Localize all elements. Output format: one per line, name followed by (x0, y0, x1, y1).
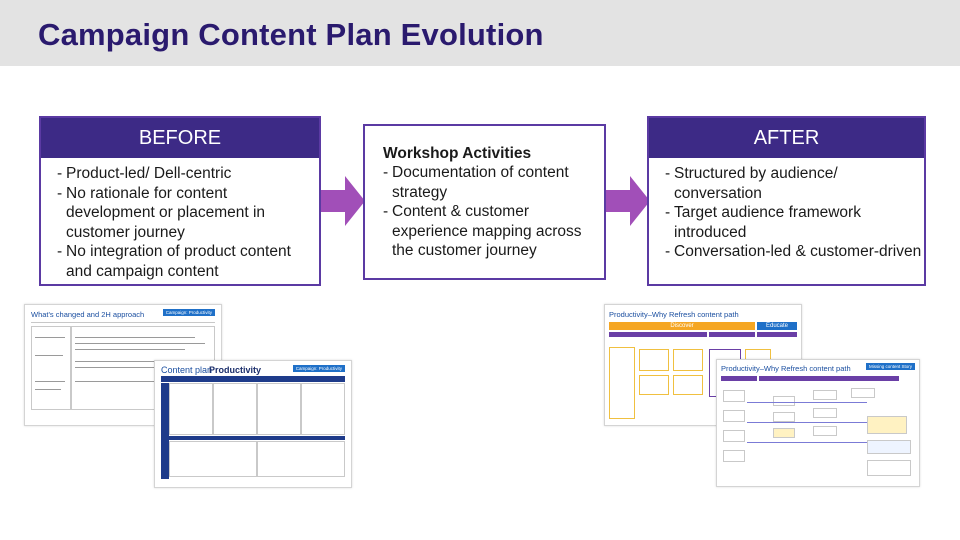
thumbnail-card (639, 349, 669, 371)
workshop-list: Documentation of content strategy Conten… (383, 163, 604, 261)
after-item: Conversation-led & customer-driven (665, 242, 924, 262)
thumbnail-card (673, 349, 703, 371)
thumbnail-text-line (75, 343, 205, 344)
thumbnail-educate-bar: Educate (757, 322, 797, 330)
workshop-panel: Workshop Activities Documentation of con… (363, 124, 606, 280)
thumbnail-column (31, 326, 71, 410)
thumbnail-side-bar (161, 383, 169, 479)
arrow-right-icon (606, 176, 650, 226)
thumbnail-cell (257, 383, 301, 435)
thumbnail-title: Productivity (209, 365, 262, 375)
workshop-item: Documentation of content strategy (383, 163, 604, 202)
thumbnail-title: What's changed and 2H approach (31, 310, 145, 319)
thumbnail-cell (301, 383, 345, 435)
thumbnail-card (773, 428, 795, 438)
thumbnail-cell (169, 441, 257, 477)
after-thumbnail-content-path-detail: Productivity–Why Refresh content path Mi… (716, 359, 920, 487)
thumbnail-card (723, 390, 745, 402)
thumbnail-tag: Missing content Story (865, 363, 915, 370)
arrow-right-icon (321, 176, 365, 226)
thumbnail-stage-bar (721, 376, 757, 381)
thumbnail-stage-bar (757, 332, 797, 337)
thumbnail-text-line (75, 337, 195, 338)
before-item: No integration of product content and ca… (57, 242, 319, 281)
after-item: Target audience framework introduced (665, 203, 924, 242)
thumbnail-card (773, 412, 795, 422)
after-list: Structured by audience/ conversation Tar… (649, 158, 924, 262)
thumbnail-card (813, 426, 837, 436)
thumbnail-card (867, 416, 907, 434)
after-panel: AFTER Structured by audience/ conversati… (647, 116, 926, 286)
before-panel: BEFORE Product-led/ Dell-centric No rati… (39, 116, 321, 286)
thumbnail-text-line (75, 381, 165, 382)
thumbnail-stage-bar (709, 332, 755, 337)
thumbnail-card (723, 410, 745, 422)
thumbnail-card (639, 375, 669, 395)
thumbnail-tag: Campaign: Productivity (162, 309, 215, 316)
thumbnail-card (773, 396, 795, 406)
thumbnail-card (813, 408, 837, 418)
thumbnail-card (867, 440, 911, 454)
thumbnail-card (851, 388, 875, 398)
before-item: No rationale for content development or … (57, 184, 319, 243)
thumbnail-title: Content plan (161, 365, 213, 375)
after-heading: AFTER (649, 118, 924, 158)
thumbnail-text-line (75, 367, 175, 368)
workshop-heading: Workshop Activities (383, 145, 532, 162)
thumbnail-text-line (75, 361, 200, 362)
thumbnail-cell (257, 441, 345, 477)
before-item: Product-led/ Dell-centric (57, 164, 319, 184)
thumbnail-cell (213, 383, 257, 435)
thumbnail-card (723, 430, 745, 442)
thumbnail-header-bar (161, 376, 345, 382)
thumbnail-text-line (35, 389, 61, 390)
thumbnail-text-line (35, 355, 63, 356)
thumbnail-stage-bar (759, 376, 899, 381)
workshop-item: Content & customer experience mapping ac… (383, 202, 604, 261)
thumbnail-connector (747, 422, 867, 423)
before-list: Product-led/ Dell-centric No rationale f… (41, 158, 319, 281)
thumbnail-text-line (75, 349, 185, 350)
slide-title: Campaign Content Plan Evolution (38, 17, 544, 52)
thumbnail-text-line (35, 337, 65, 338)
before-heading: BEFORE (41, 118, 319, 158)
thumbnail-connector (747, 442, 867, 443)
thumbnail-card (867, 460, 911, 476)
before-thumbnail-content-plan: Content plan Productivity Campaign: Prod… (154, 360, 352, 488)
thumbnail-title: Productivity–Why Refresh content path (609, 310, 739, 319)
thumbnail-stage-bar (609, 332, 707, 337)
thumbnail-card (673, 375, 703, 395)
thumbnail-card (609, 347, 635, 419)
title-bar (0, 0, 960, 66)
thumbnail-divider (31, 322, 215, 323)
thumbnail-tag: Campaign: Productivity (292, 365, 345, 372)
thumbnail-connector (747, 402, 867, 403)
thumbnail-card (813, 390, 837, 400)
thumbnail-cell (169, 383, 213, 435)
thumbnail-header-bar (169, 436, 345, 440)
thumbnail-discover-bar: Discover (609, 322, 755, 330)
thumbnail-card (723, 450, 745, 462)
thumbnail-text-line (35, 381, 65, 382)
after-item: Structured by audience/ conversation (665, 164, 924, 203)
thumbnail-title: Productivity–Why Refresh content path (721, 364, 851, 373)
